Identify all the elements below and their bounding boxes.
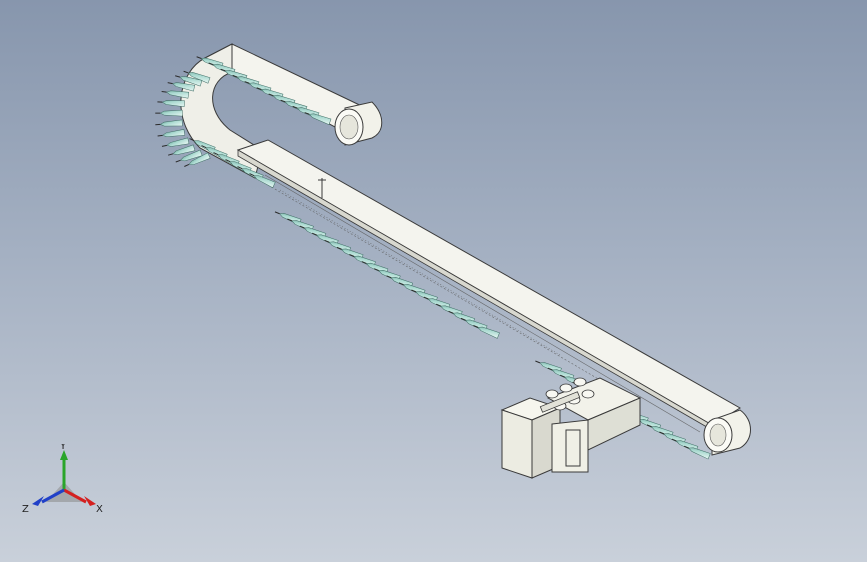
bottle [184,152,211,167]
bottle [683,445,711,460]
bottle [168,144,196,156]
x-axis-label: X [96,504,103,515]
conveyor-track[interactable] [180,43,741,433]
top-end-drum[interactable] [334,101,383,146]
bottle [155,109,183,117]
mesh-guard [264,174,701,433]
bottle [161,137,190,147]
bottle [175,75,203,87]
bottle [175,149,203,163]
bottle [249,173,276,189]
bottom-end-drum[interactable] [703,409,751,456]
z-axis-arrow-icon [32,496,44,506]
bottle [161,90,190,99]
z-axis-label: Z [22,504,29,515]
triad-base [46,482,82,502]
coordinate-triad: Y X Z [22,444,103,515]
bottle [155,119,183,127]
bottle [157,100,185,107]
z-axis-line [41,488,65,504]
x-axis-arrow-icon [84,496,96,506]
bottle [473,325,500,339]
bottle [183,70,211,84]
y-axis-arrow-icon [60,450,68,460]
capping-heads [539,377,595,413]
filling-unit[interactable] [500,377,642,479]
bottle [157,129,186,138]
bottle-rack [155,56,711,460]
bottle [167,82,196,92]
track-support-post [318,178,326,198]
bottle [304,112,332,125]
y-axis-label: Y [59,444,67,452]
x-axis-line [63,488,87,504]
